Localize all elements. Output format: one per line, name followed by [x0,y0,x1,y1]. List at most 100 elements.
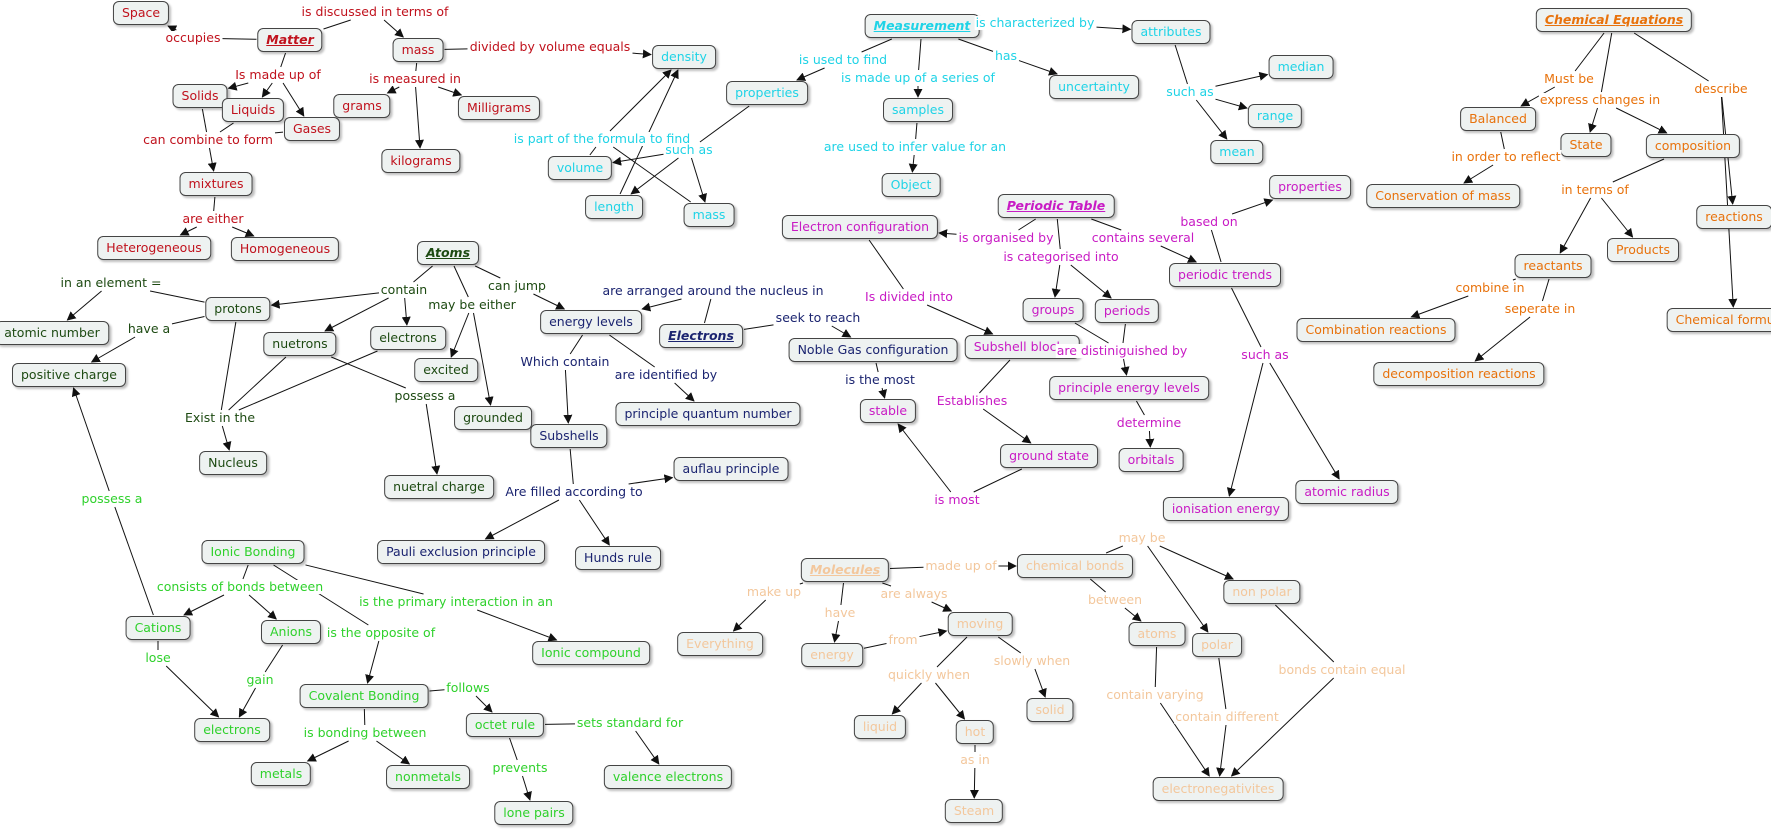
concept-node-neutrons[interactable]: nuetrons [263,332,337,356]
concept-node-heterogeneous[interactable]: Heterogeneous [97,236,211,260]
concept-node-neutralcharge[interactable]: nuetral charge [384,475,494,499]
concept-node-composition[interactable]: composition [1645,134,1741,158]
connector-l_contain-protons [270,292,380,309]
concept-node-energylevels[interactable]: energy levels [540,310,642,334]
concept-node-measurement[interactable]: Measurement [864,14,980,38]
concept-node-space[interactable]: Space [112,1,170,25]
concept-node-samples[interactable]: samples [883,98,953,122]
concept-node-uncertainty[interactable]: uncertainty [1049,75,1139,99]
concept-node-mass2[interactable]: mass [683,203,735,227]
concept-node-volume[interactable]: volume [547,156,613,180]
concept-node-milligrams[interactable]: Milligrams [457,96,541,120]
concept-node-subshells[interactable]: Subshells [530,424,608,448]
concept-node-state[interactable]: State [1560,133,1612,157]
concept-node-balanced[interactable]: Balanced [1460,107,1536,131]
concept-node-gases[interactable]: Gases [283,117,341,141]
concept-node-ionic[interactable]: Ionic Bonding [201,540,305,564]
concept-node-hot[interactable]: hot [955,720,995,744]
concept-node-noblegas[interactable]: Noble Gas configuration [788,338,958,362]
concept-node-mass1[interactable]: mass [392,38,444,62]
concept-node-anions[interactable]: Anions [260,620,322,644]
concept-node-decomposition[interactable]: decomposition reactions [1373,362,1545,386]
concept-node-kilograms[interactable]: kilograms [381,149,461,173]
concept-node-everything[interactable]: Everything [677,632,763,656]
concept-node-pel[interactable]: principle energy levels [1049,376,1209,400]
concept-node-steam[interactable]: Steam [944,799,1004,823]
concept-node-products[interactable]: Products [1607,238,1679,262]
concept-node-trends[interactable]: periodic trends [1169,263,1281,287]
concept-node-electrons1[interactable]: electrons [370,326,446,350]
concept-node-octet[interactable]: octet rule [465,713,545,737]
concept-node-molecules[interactable]: Molecules [800,558,890,582]
concept-node-mean[interactable]: mean [1210,140,1264,164]
concept-node-mixtures[interactable]: mixtures [179,172,253,196]
concept-node-valence[interactable]: valence electrons [603,765,733,789]
concept-node-orbitals[interactable]: orbitals [1118,448,1184,472]
concept-node-radius[interactable]: atomic radius [1295,480,1399,504]
concept-node-electroneg[interactable]: electronegativites [1152,777,1284,801]
connector-properties1-l_suchas2 [699,105,750,143]
concept-node-electrons2[interactable]: Electrons [659,324,743,348]
concept-node-properties1[interactable]: properties [726,81,808,105]
concept-node-periodictable[interactable]: Periodic Table [997,194,1115,218]
concept-node-range[interactable]: range [1247,104,1303,128]
link-label-l_different: contain different [1174,709,1280,724]
concept-node-attributes[interactable]: attributes [1131,20,1211,44]
concept-node-liquids[interactable]: Liquids [221,98,285,122]
concept-node-electrons3[interactable]: electrons [194,718,270,742]
concept-node-polar[interactable]: polar [1192,633,1242,657]
concept-node-liquid[interactable]: liquid [853,715,907,739]
concept-node-ioniccompound[interactable]: Ionic compound [532,641,650,665]
connector-l_primary-ioniccompound [476,609,558,642]
concept-node-cations[interactable]: Cations [125,616,191,640]
concept-node-nonmetals[interactable]: nonmetals [386,765,470,789]
connector-energylevels-l_identified [609,334,655,368]
concept-node-groups[interactable]: groups [1022,298,1084,322]
concept-node-protons[interactable]: protons [205,297,271,321]
concept-node-pauli[interactable]: Pauli exclusion principle [377,540,545,564]
concept-node-covalent[interactable]: Covalent Bonding [299,684,429,708]
concept-node-aufbau[interactable]: auflau principle [673,457,789,481]
concept-node-matter[interactable]: Matter [257,28,323,52]
concept-node-econfig[interactable]: Electron configuration [781,215,939,239]
concept-node-metals[interactable]: metals [250,762,312,786]
concept-node-poscharge[interactable]: positive charge [11,363,127,387]
concept-node-solid[interactable]: solid [1026,698,1074,722]
concept-node-periods[interactable]: periods [1094,299,1160,323]
concept-node-energy[interactable]: energy [801,643,863,667]
concept-node-reactions[interactable]: reactions [1696,205,1771,229]
concept-node-conservation[interactable]: Conservation of mass [1366,184,1520,208]
concept-node-combination[interactable]: Combination reactions [1296,318,1456,342]
concept-node-stable[interactable]: stable [859,399,917,423]
concept-node-length[interactable]: length [585,195,643,219]
link-label-l_makeup: make up [745,584,803,599]
concept-node-density[interactable]: density [652,45,716,69]
concept-node-chemeq[interactable]: Chemical Equations [1535,8,1693,32]
concept-node-median[interactable]: median [1268,55,1334,79]
concept-node-atomicnumber[interactable]: atomic number [0,321,109,345]
concept-node-solids[interactable]: Solids [172,84,228,108]
concept-node-nucleus[interactable]: Nucleus [199,451,267,475]
concept-node-pqn[interactable]: principle quantum number [615,402,801,426]
concept-node-grams[interactable]: grams [333,94,391,118]
concept-node-formulas[interactable]: Chemical formulas [1666,308,1771,332]
concept-node-groundstate[interactable]: ground state [1000,444,1098,468]
connector-ionic-l_opposite [273,564,369,626]
concept-node-ionisation[interactable]: ionisation energy [1162,497,1290,521]
concept-node-nonpolar[interactable]: non polar [1223,580,1301,604]
concept-node-object[interactable]: Object [881,173,941,197]
concept-node-moving[interactable]: moving [947,612,1013,636]
concept-node-hunds[interactable]: Hunds rule [575,546,661,570]
concept-node-atoms2[interactable]: atoms [1128,622,1186,646]
concept-node-excited[interactable]: excited [414,358,478,382]
link-label-l_follows: follows [445,680,491,695]
link-label-l_existin: Exist in the [183,410,257,425]
concept-node-properties2[interactable]: properties [1269,175,1351,199]
concept-node-grounded[interactable]: grounded [454,406,532,430]
concept-node-atoms[interactable]: Atoms [416,241,480,265]
concept-node-lonepairs[interactable]: lone pairs [494,801,574,825]
concept-node-chembonds[interactable]: chemical bonds [1016,554,1134,578]
concept-node-homogeneous[interactable]: Homogeneous [230,237,340,261]
concept-node-reactants[interactable]: reactants [1514,254,1592,278]
